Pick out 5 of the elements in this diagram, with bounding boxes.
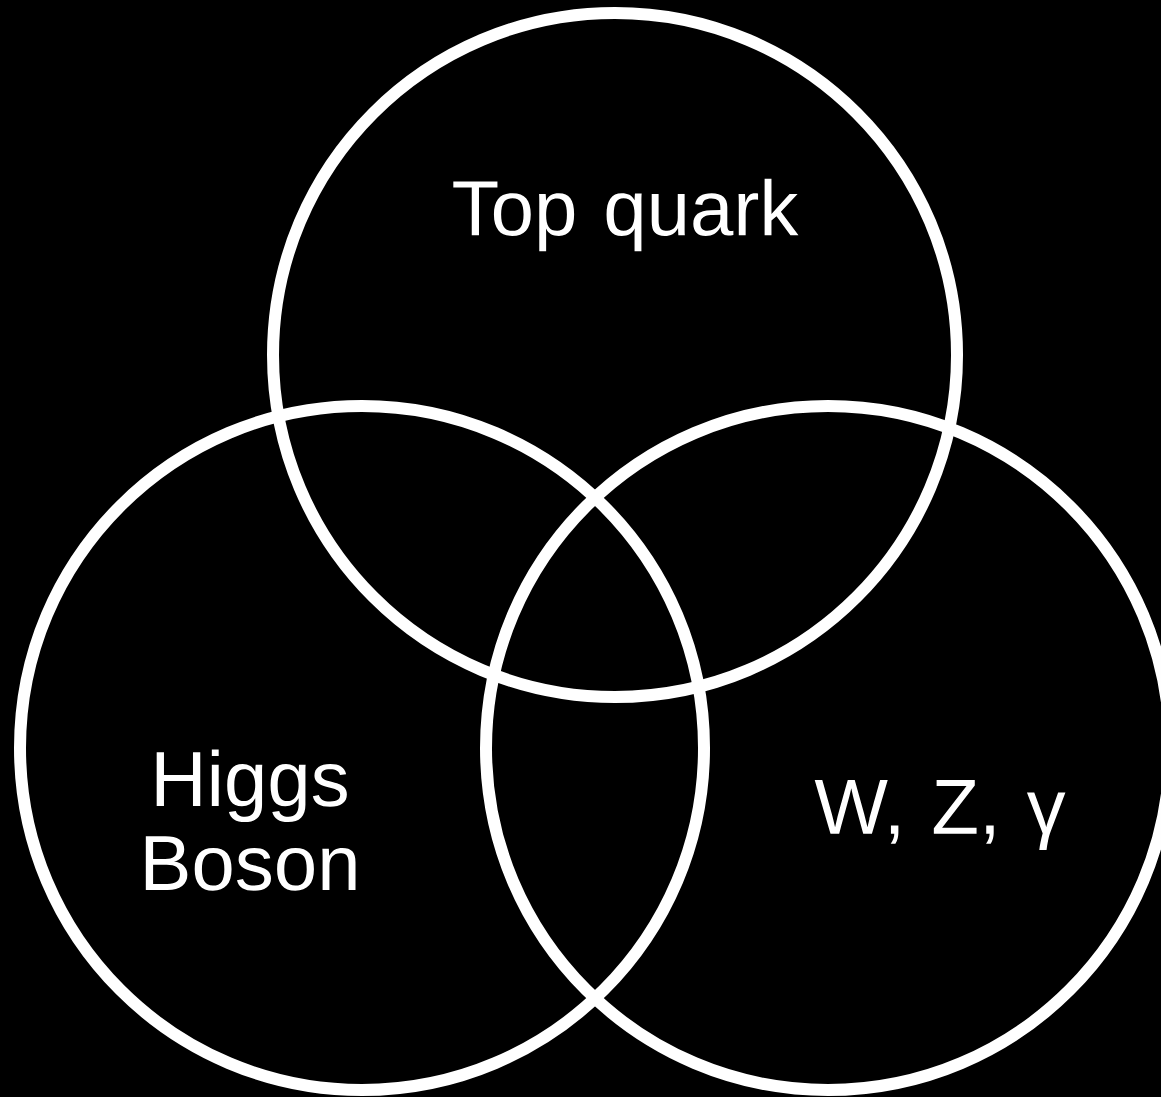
- circle-label: Top quark: [453, 178, 799, 252]
- circle-label: W, Z, γ: [814, 780, 1066, 850]
- venn-circle: [267, 7, 963, 703]
- venn-circle: [14, 400, 710, 1096]
- circle-label: Higgs Boson: [145, 749, 356, 891]
